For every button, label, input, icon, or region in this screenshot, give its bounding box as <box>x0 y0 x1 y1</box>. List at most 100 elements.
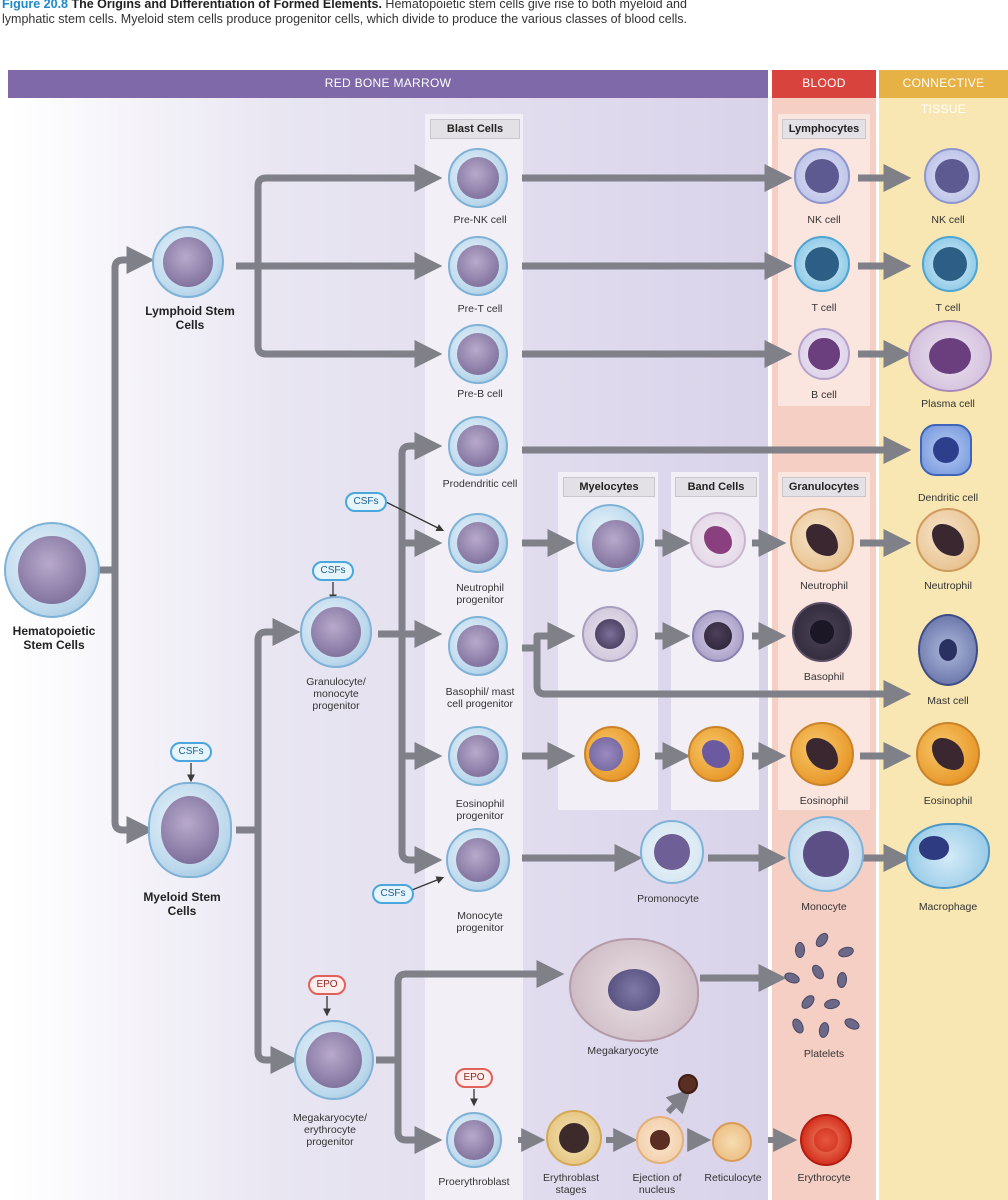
csfs-badge-neutrophil: CSFs <box>345 492 387 512</box>
arrow-to-gm-progenitor <box>254 618 301 830</box>
neutrophil-band-cell <box>690 512 746 568</box>
eosinophil-ct-label: Eosinophil <box>923 795 973 807</box>
plasma-ct-cell <box>908 320 992 392</box>
arrow-to-megakaryocyte <box>394 960 565 1060</box>
neutrophil-myelocyte-cell <box>576 504 644 572</box>
csfs-pointer-neutrophil <box>385 501 445 532</box>
pre-nk-cell-label: Pre-NK cell <box>453 214 507 226</box>
erythroblast-stages-label: Erythroblast stages <box>542 1172 600 1196</box>
eosinophil-myelocyte-cell <box>584 726 640 782</box>
ejection-of-nucleus-label: Ejection of nucleus <box>632 1172 682 1196</box>
macrophage-label: Macrophage <box>918 901 978 913</box>
megakaryocyte-cell <box>569 938 699 1042</box>
neutrophil-ct-label: Neutrophil <box>924 580 972 592</box>
b-blood-cell <box>798 328 850 380</box>
erythrocyte-label: Erythrocyte <box>797 1172 851 1184</box>
monocyte-blood-label: Monocyte <box>801 901 847 913</box>
prodendritic-blast-cell <box>448 416 508 476</box>
figure-number: Figure 20.8 <box>2 0 68 11</box>
megakaryocyte-erythrocyte-progenitor-label: Megakaryocyte/ erythrocyte progenitor <box>292 1112 368 1148</box>
mast-cell-label: Mast cell <box>927 695 969 707</box>
eosinophil-blood-label: Eosinophil <box>799 795 849 807</box>
neutrophil-blood-label: Neutrophil <box>800 580 848 592</box>
prodendritic-cell-label: Prodendritic cell <box>442 478 518 490</box>
ejection-cell <box>636 1116 684 1164</box>
pre-b-blast-cell <box>448 324 508 384</box>
arrow-to-prodendritic <box>398 432 443 634</box>
eosinophil-blood-cell <box>790 722 854 786</box>
myeloid-stem-cell <box>148 782 232 878</box>
t-cell-blood-label: T cell <box>811 302 837 314</box>
neutrophil-blood-cell <box>790 508 854 572</box>
lymphocytes-header: Lymphocytes <box>782 119 866 139</box>
macrophage-ct-cell <box>906 823 990 889</box>
t-blood-cell <box>794 236 850 292</box>
monocyte-progenitor-cell <box>446 828 510 892</box>
arrow-baso-1 <box>522 622 576 652</box>
plasma-cell-label: Plasma cell <box>921 398 975 410</box>
blast-cells-header: Blast Cells <box>430 119 520 139</box>
csfs-badge-gm: CSFs <box>312 561 354 581</box>
nk-blood-cell <box>794 148 850 204</box>
granulocytes-header: Granulocytes <box>782 477 866 497</box>
arrow-to-me-progenitor <box>254 830 299 1074</box>
reticulocyte-label: Reticulocyte <box>704 1172 762 1184</box>
gm-progenitor-cell <box>300 596 372 668</box>
erythroblast-cell <box>546 1110 602 1166</box>
pre-nk-blast-cell <box>448 148 508 208</box>
arrow-nucleus-eject <box>665 1088 692 1115</box>
proerythroblast-label: Proerythroblast <box>438 1176 510 1188</box>
platelets-label: Platelets <box>803 1048 845 1060</box>
t-ct-cell <box>922 236 978 292</box>
nk-cell-ct-label: NK cell <box>931 214 965 226</box>
neutrophil-progenitor-cell <box>448 513 508 573</box>
basophil-mast-cell-progenitor-label: Basophil/ mast cell progenitor <box>445 686 515 710</box>
blood-band: BLOOD <box>772 70 876 98</box>
band-cells-header: Band Cells <box>675 477 757 497</box>
eosinophil-progenitor-cell <box>448 726 508 786</box>
arrow-to-pre-nk <box>254 164 443 266</box>
arrow-to-mast <box>533 648 912 708</box>
nk-ct-cell <box>924 148 980 204</box>
arrow-to-myeloid <box>111 570 155 844</box>
promonocyte-cell <box>640 820 704 884</box>
megakaryocyte-label: Megakaryocyte <box>587 1045 659 1057</box>
pre-b-cell-label: Pre-B cell <box>457 388 503 400</box>
myeloid-stem-cells-label: Myeloid Stem Cells <box>143 890 221 918</box>
ejected-nucleus <box>678 1074 698 1094</box>
promonocyte-label: Promonocyte <box>637 893 699 905</box>
csfs-pointer-monocyte <box>411 876 445 891</box>
me-progenitor-cell <box>294 1020 374 1100</box>
arrow-to-monocyte-prog <box>398 756 443 874</box>
arrow-to-proerythroblast <box>394 1060 443 1154</box>
basophil-progenitor-cell <box>448 616 508 676</box>
dendritic-ct-cell <box>920 424 972 476</box>
epo-badge-me: EPO <box>308 975 346 995</box>
b-cell-blood-label: B cell <box>811 389 837 401</box>
mast-ct-cell <box>918 614 978 686</box>
connective-tissue-band: CONNECTIVE TISSUE <box>879 70 1008 116</box>
arrow-to-pre-b <box>254 266 443 368</box>
monocyte-progenitor-label: Monocyte progenitor <box>456 910 504 934</box>
myelocytes-header: Myelocytes <box>563 477 655 497</box>
basophil-band-cell <box>692 610 744 662</box>
red-bone-marrow-band: RED BONE MARROW <box>8 70 768 98</box>
figure-caption-text: Hematopoietic stem cells give rise to bo… <box>2 0 688 26</box>
platelet <box>795 942 805 958</box>
lymphoid-stem-cells-label: Lymphoid Stem Cells <box>145 304 235 332</box>
basophil-myelocyte-cell <box>582 606 638 662</box>
eosinophil-progenitor-label: Eosinophil progenitor <box>455 798 505 822</box>
pre-t-cell-label: Pre-T cell <box>457 303 503 315</box>
figure-title: The Origins and Differentiation of Forme… <box>71 0 382 11</box>
csfs-badge-myeloid: CSFs <box>170 742 212 762</box>
hematopoietic-stem-cell <box>4 522 100 618</box>
monocyte-blood-cell <box>788 816 864 892</box>
proerythroblast-cell <box>446 1112 502 1168</box>
figure-caption: Figure 20.8 The Origins and Differentiat… <box>2 0 702 27</box>
eosinophil-ct-cell <box>916 722 980 786</box>
lymphoid-stem-cell <box>152 226 224 298</box>
eosinophil-band-cell <box>688 726 744 782</box>
neutrophil-ct-cell <box>916 508 980 572</box>
neutrophil-progenitor-label: Neutrophil progenitor <box>456 582 504 606</box>
